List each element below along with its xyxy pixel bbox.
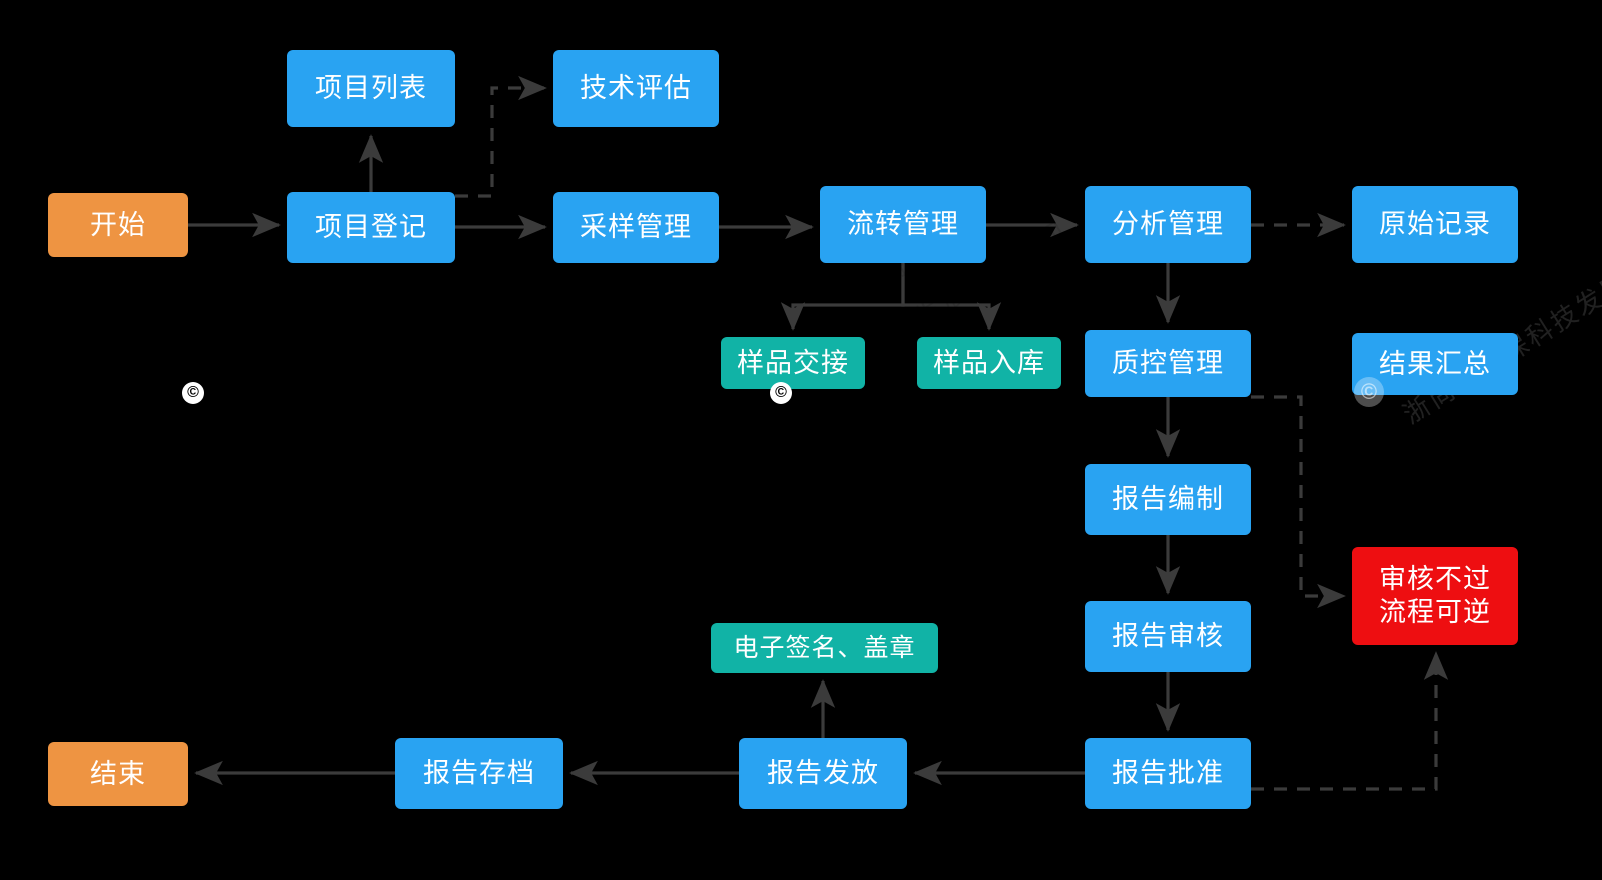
node-sampling-management[interactable]: 采样管理 <box>553 192 719 263</box>
copyright-glyph: © <box>187 384 199 401</box>
node-end[interactable]: 结束 <box>48 742 188 806</box>
node-label: 样品交接 <box>737 347 849 378</box>
node-label: 技术评估 <box>580 73 692 104</box>
node-label: 项目登记 <box>315 212 427 243</box>
node-label: 开始 <box>90 209 146 240</box>
node-label: 质控管理 <box>1112 348 1224 379</box>
node-label: 结束 <box>90 758 146 789</box>
edge-report-appr-to-review-fail <box>1251 651 1449 791</box>
node-quality-control[interactable]: 质控管理 <box>1085 330 1251 397</box>
node-result-summary[interactable]: 结果汇总 <box>1352 333 1518 395</box>
node-label: 项目列表 <box>315 73 427 104</box>
node-sample-handover[interactable]: 样品交接 <box>721 337 865 389</box>
node-label: 样品入库 <box>933 347 1045 378</box>
node-transfer-management[interactable]: 流转管理 <box>820 186 986 263</box>
edge-transfer-to-sample-store <box>901 263 1002 331</box>
node-raw-record[interactable]: 原始记录 <box>1352 186 1518 263</box>
node-tech-eval[interactable]: 技术评估 <box>553 50 719 127</box>
watermark-text: 浙尚俊环保科技发展有限公司 <box>322 324 659 550</box>
node-label: 报告编制 <box>1112 484 1224 515</box>
node-analysis-management[interactable]: 分析管理 <box>1085 186 1251 263</box>
node-report-issuance[interactable]: 报告发放 <box>739 738 907 809</box>
node-label: 原始记录 <box>1379 209 1491 240</box>
node-report-drafting[interactable]: 报告编制 <box>1085 464 1251 535</box>
node-label: 报告审核 <box>1112 621 1224 652</box>
node-review-failed-reversible[interactable]: 审核不过 流程可逆 <box>1352 547 1518 645</box>
node-report-approval[interactable]: 报告批准 <box>1085 738 1251 809</box>
node-label: 电子签名、盖章 <box>733 633 916 662</box>
copyright-watermark-icon: © <box>182 382 204 404</box>
node-label: 报告发放 <box>767 758 879 789</box>
node-label: 报告存档 <box>423 758 535 789</box>
node-sample-storage[interactable]: 样品入库 <box>917 337 1061 389</box>
node-report-review[interactable]: 报告审核 <box>1085 601 1251 672</box>
node-start[interactable]: 开始 <box>48 193 188 257</box>
node-project-registration[interactable]: 项目登记 <box>287 192 455 263</box>
node-electronic-signature-seal[interactable]: 电子签名、盖章 <box>711 623 938 673</box>
node-label: 分析管理 <box>1112 209 1224 240</box>
node-label: 流转管理 <box>847 209 959 240</box>
node-report-archive[interactable]: 报告存档 <box>395 738 563 809</box>
node-label: 报告批准 <box>1112 758 1224 789</box>
edge-qc-to-review-fail <box>1251 395 1346 609</box>
edge-transfer-to-sample-hand <box>780 263 905 331</box>
edge-project-reg-to-tech-eval <box>455 75 547 198</box>
node-project-list[interactable]: 项目列表 <box>287 50 455 127</box>
node-label: 结果汇总 <box>1379 348 1491 379</box>
node-label: 采样管理 <box>580 212 692 243</box>
node-label: 审核不过 流程可逆 <box>1379 564 1491 627</box>
